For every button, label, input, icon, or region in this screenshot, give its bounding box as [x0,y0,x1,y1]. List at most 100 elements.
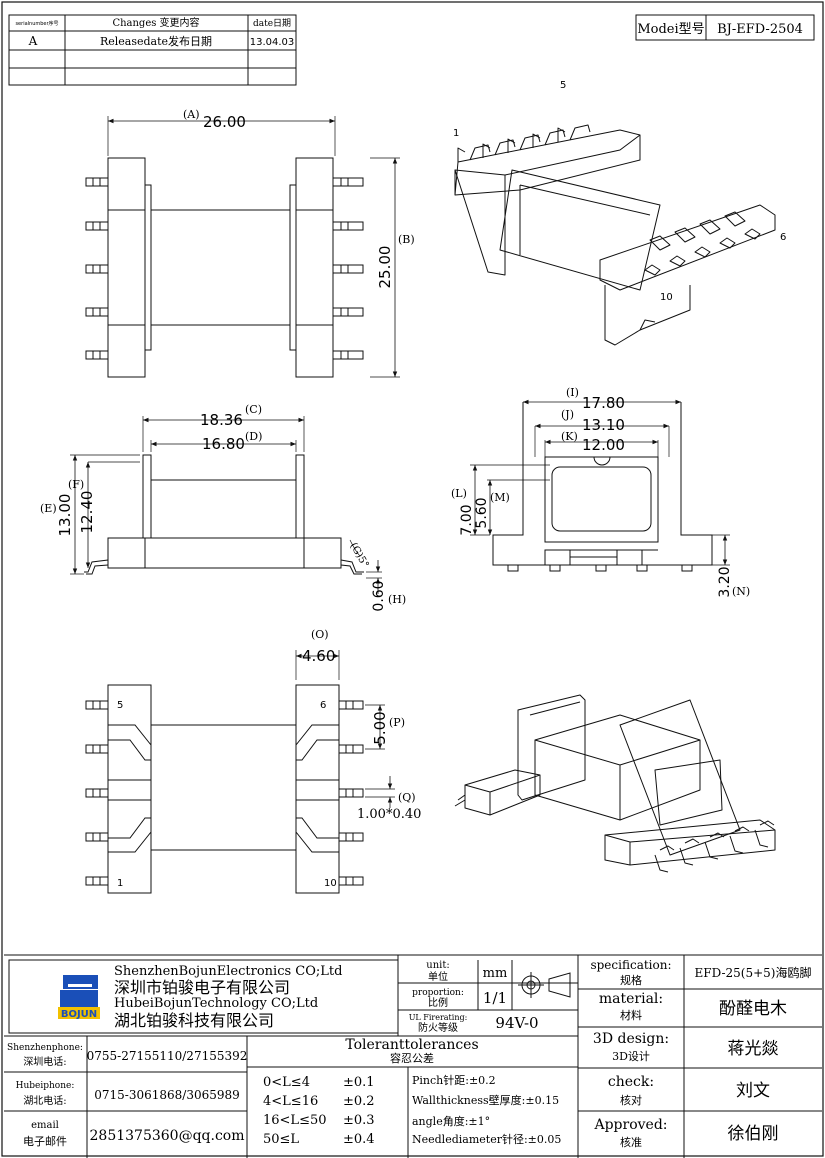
dim-p-value: 5.00 [371,711,389,744]
tolerance-value-2: ±0.2 [343,1094,375,1109]
contact-hb-value: 0715-3061868/3065989 [94,1088,240,1102]
revision-date-header: date日期 [253,18,291,29]
bottom-pin-5-label: 5 [117,700,123,711]
model-value: BJ-EFD-2504 [717,22,803,37]
logo-text: BOJUN [61,1009,97,1020]
dim-e-value: 13.00 [56,494,74,537]
company-en-1: ShenzhenBojunElectronics CO;Ltd [114,964,342,979]
unit-value: mm [483,966,508,981]
tolerance-value-3: ±0.3 [343,1113,375,1128]
dim-o-value: 4.60 [302,647,335,665]
dim-b-value: 25.00 [376,246,394,289]
dim-a-value: 26.00 [203,113,246,131]
tolerance-range-3: 16<L≤50 [263,1113,327,1128]
dim-f-value: 12.40 [78,491,96,534]
revision-row-changes: Releasedate发布日期 [100,34,212,48]
dim-b-label: (B) [398,233,415,246]
proportion-label: proportion: [412,988,464,998]
unit-label: unit: [426,960,449,971]
proportion-label-cn: 比例 [428,996,448,1009]
ul-value: 94V-0 [495,1014,538,1032]
design-value: 蒋光燚 [728,1039,779,1059]
side-view [70,416,382,594]
spec-value: EFD-25(5+5)海鸥脚 [695,965,812,980]
spec-label-cn: 规格 [620,973,642,987]
tolerance-title-cn: 容忍公差 [390,1051,434,1065]
dim-q-value: 1.00*0.40 [357,807,421,822]
bottom-pin-10-label: 10 [324,878,337,889]
approved-label: Approved: [593,1117,667,1133]
dim-j-value: 13.10 [582,416,625,434]
iso-pin-6-label: 6 [780,232,786,243]
tolerance-range-1: 0<L≤4 [263,1075,310,1090]
proportion-value: 1/1 [483,989,507,1007]
ul-label-cn: 防火等级 [418,1021,458,1034]
dim-a-label: (A) [183,108,200,121]
dim-j-label: (J) [561,408,574,421]
ul-label: UL Firerating: [409,1013,468,1022]
check-label: check: [608,1074,654,1090]
projection-symbol [518,972,571,998]
design-label: 3D design: [593,1031,669,1047]
material-label: material: [599,991,663,1007]
dim-i-label: (I) [566,386,579,399]
bottom-pin-1-label: 1 [117,878,123,889]
spec-label: specification: [590,958,671,972]
revision-changes-header: Changes 变更内容 [112,16,199,29]
revision-row-date: 13.04.03 [250,37,295,48]
tolerance-pinch: Pinch针距:±0.2 [412,1073,496,1087]
dim-m-label: (M) [490,491,510,504]
tolerance-title: Toleranttolerances [345,1037,478,1053]
company-en-2: HubeiBojunTechnology CO;Ltd [114,996,318,1011]
revision-row-serial: A [28,34,38,48]
iso-pin-10-label: 10 [660,292,673,303]
dim-c-value: 18.36 [200,411,243,429]
tolerance-value-4: ±0.4 [343,1132,375,1147]
dim-o-label: (O) [311,628,329,641]
angle-label: (G)5° [347,541,370,570]
iso-pin-5-label: 5 [560,80,566,91]
dim-e-label: (E) [40,502,57,515]
dim-h-value: 0.60 [371,580,387,611]
contact-hb-label-cn: 湖北电话: [23,1094,66,1107]
iso-view-top [454,124,776,346]
tolerance-value-1: ±0.1 [343,1075,375,1090]
company-cn-1: 深圳市铂骏电子有限公司 [114,978,290,997]
dim-i-value: 17.80 [582,394,625,412]
contact-hb-label: Hubeiphone: [16,1081,75,1091]
contact-sz-label: Shenzhenphone: [7,1043,83,1053]
model-label: Modei型号 [637,22,704,37]
dim-p-label: (P) [389,716,405,729]
bottom-view [85,650,395,894]
dim-h-label: (H) [388,593,406,606]
bottom-pin-6-label: 6 [320,700,326,711]
dim-m-value: 5.60 [474,497,490,528]
iso-view-bottom [454,694,776,873]
contact-email-label-cn: 电子邮件 [23,1135,67,1148]
revision-table [8,14,297,86]
dim-n-label: (N) [732,585,750,598]
check-label-cn: 核对 [620,1093,642,1107]
tolerance-range-2: 4<L≤16 [263,1094,318,1109]
check-value: 刘文 [736,1081,770,1101]
tolerance-needle: Needlediameter针径:±0.05 [412,1132,561,1146]
dim-q-label: (Q) [398,791,416,804]
approved-label-cn: 核准 [620,1135,642,1149]
dim-n-value: 3.20 [717,566,733,597]
tolerance-range-4: 50≤L [263,1132,299,1147]
front-view [85,116,400,378]
end-view [470,399,730,572]
tolerance-angle: angle角度:±1° [412,1114,490,1128]
material-value: 酚醛电木 [719,999,787,1019]
dim-d-label: (D) [245,430,262,443]
title-block-grid [4,954,822,1158]
model-box [635,14,815,41]
revision-serial-header: serialnumber序号 [15,20,58,27]
dim-d-value: 16.80 [202,435,245,453]
unit-label-cn: 单位 [428,970,448,983]
dim-l-value: 7.00 [459,504,475,535]
material-label-cn: 材料 [620,1008,642,1022]
contact-email-value: 2851375360@qq.com [90,1128,245,1144]
company-cn-2: 湖北铂骏科技有限公司 [114,1011,274,1030]
